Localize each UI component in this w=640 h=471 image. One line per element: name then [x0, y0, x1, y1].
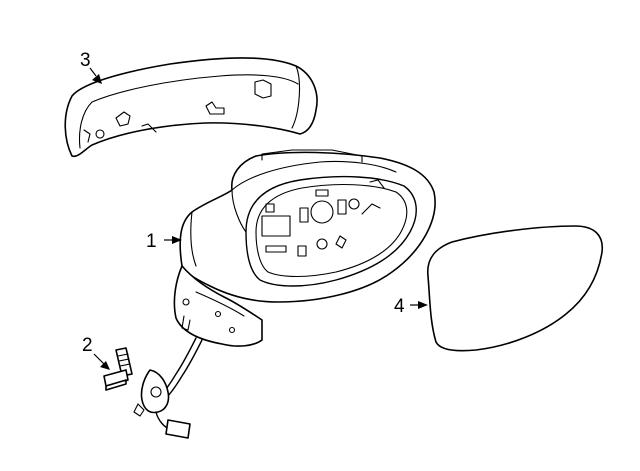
- mirror-base: [173, 265, 263, 347]
- mirror-cover[interactable]: [64, 57, 318, 158]
- callout-leaders: [89, 67, 428, 370]
- callout-2-label: 2: [82, 335, 93, 356]
- callout-1-label: 1: [146, 231, 157, 252]
- callout-3-label: 3: [80, 50, 91, 71]
- mirror-glass[interactable]: [427, 225, 604, 352]
- callout-4-label: 4: [394, 296, 405, 317]
- mirror-housing[interactable]: [179, 149, 436, 303]
- wire-harness: [133, 337, 203, 439]
- mounting-bolt[interactable]: [103, 347, 133, 391]
